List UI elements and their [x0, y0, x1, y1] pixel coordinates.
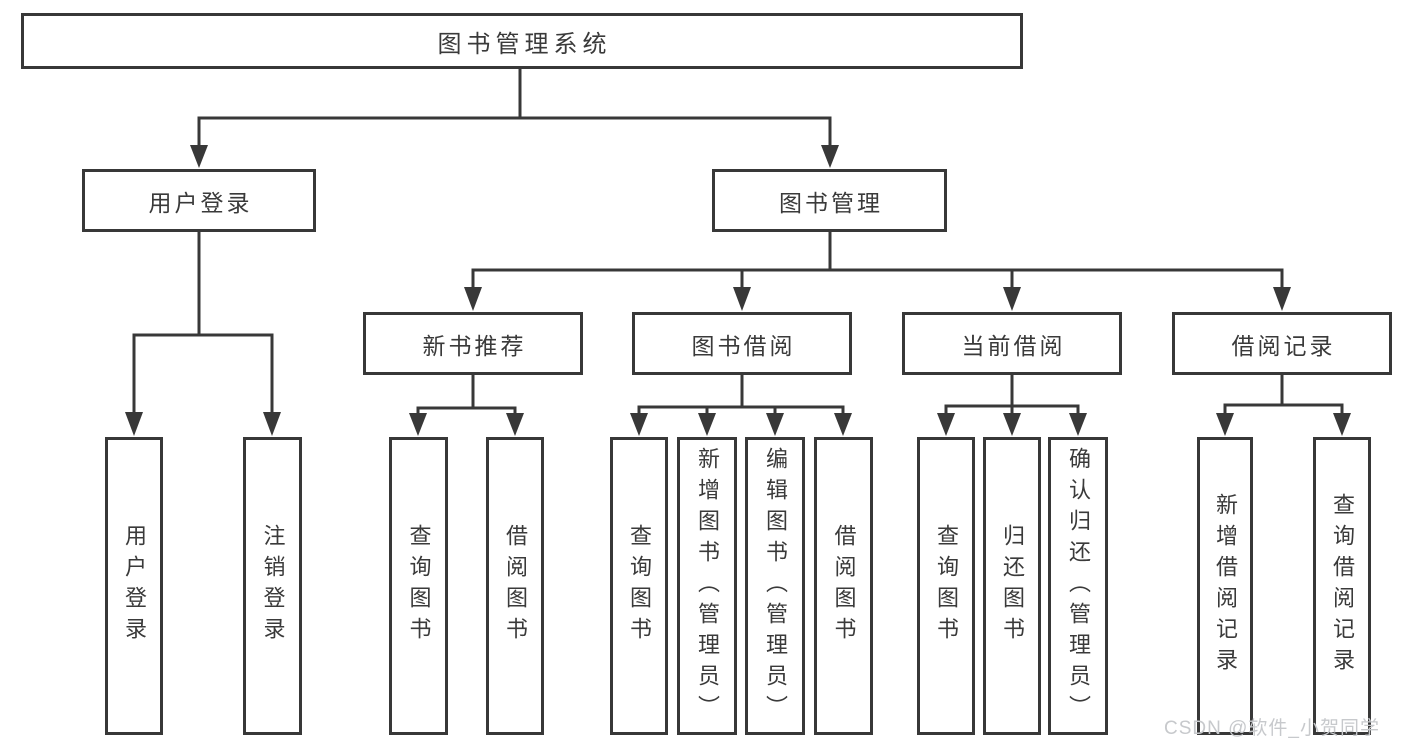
leaf-current-confirm-return-admin: 确认归还（管理员）: [1048, 437, 1108, 735]
leaf-label: 查询图书: [406, 524, 432, 648]
node-label: 新书推荐: [422, 332, 527, 359]
arrow-down-icon: [1333, 413, 1351, 436]
leaf-label: 新增借阅记录: [1213, 493, 1238, 679]
leaf-recommend-query-book: 查询图书: [389, 437, 448, 735]
leaf-logout: 注销登录: [243, 437, 302, 735]
connector-current-borrowing-to-leaves: [937, 373, 1087, 436]
node-library-system: 图书管理系统: [21, 13, 1023, 69]
node-label: 图书借阅: [691, 332, 796, 359]
connector-new-book-recommend-to-leaves: [409, 373, 524, 436]
arrow-down-icon: [409, 413, 427, 436]
connector-root-to-level2: [190, 67, 839, 168]
leaf-label: 新增图书（管理员）: [695, 446, 720, 726]
arrow-down-icon: [506, 413, 524, 436]
arrow-down-icon: [1216, 413, 1234, 436]
leaf-borrowing-add-book-admin: 新增图书（管理员）: [677, 437, 737, 735]
node-label: 借阅记录: [1231, 332, 1336, 359]
arrow-down-icon: [766, 413, 784, 436]
csdn-watermark: CSDN @软件_小贺同学: [1164, 718, 1380, 739]
arrow-down-icon: [464, 287, 482, 311]
leaf-label: 归还图书: [1000, 524, 1025, 648]
leaf-label: 用户登录: [122, 524, 147, 648]
leaf-borrowing-borrow-book: 借阅图书: [814, 437, 873, 735]
arrow-down-icon: [263, 412, 281, 436]
node-new-book-recommend: 新书推荐: [363, 312, 583, 375]
leaf-borrowing-query-book: 查询图书: [610, 437, 668, 735]
arrow-down-icon: [125, 412, 143, 436]
arrow-down-icon: [1069, 413, 1087, 436]
node-label: 用户登录: [148, 189, 253, 216]
leaf-recommend-borrow-book: 借阅图书: [486, 437, 544, 735]
leaf-label: 编辑图书（管理员）: [763, 446, 788, 726]
arrow-down-icon: [190, 145, 208, 168]
leaf-user-login: 用户登录: [105, 437, 163, 735]
leaf-label: 借阅图书: [831, 524, 857, 648]
node-label: 当前借阅: [961, 332, 1066, 359]
connector-book-management-to-level3: [464, 230, 1291, 311]
arrow-down-icon: [630, 413, 648, 436]
node-book-management: 图书管理: [712, 169, 947, 232]
node-label: 图书管理: [779, 189, 883, 216]
node-borrowing-records: 借阅记录: [1172, 312, 1392, 375]
connector-borrowing-records-to-leaves: [1216, 373, 1351, 436]
arrow-down-icon: [733, 287, 751, 311]
arrow-down-icon: [1003, 287, 1021, 311]
leaf-records-add-record: 新增借阅记录: [1197, 437, 1253, 735]
connector-user-login-to-leaves: [125, 230, 281, 436]
arrow-down-icon: [1003, 413, 1021, 436]
leaf-label: 查询图书: [934, 524, 959, 648]
leaf-records-query-record: 查询借阅记录: [1313, 437, 1371, 735]
arrow-down-icon: [821, 145, 839, 168]
leaf-label: 查询借阅记录: [1330, 493, 1355, 679]
node-book-borrowing: 图书借阅: [632, 312, 852, 375]
leaf-label: 查询图书: [627, 524, 652, 648]
leaf-borrowing-edit-book-admin: 编辑图书（管理员）: [745, 437, 805, 735]
leaf-label: 确认归还（管理员）: [1066, 446, 1091, 726]
arrow-down-icon: [834, 413, 852, 436]
leaf-label: 借阅图书: [503, 524, 528, 648]
arrow-down-icon: [1273, 287, 1291, 311]
leaf-current-return-book: 归还图书: [983, 437, 1041, 735]
node-current-borrowing: 当前借阅: [902, 312, 1122, 375]
leaf-current-query-book: 查询图书: [917, 437, 975, 735]
arrow-down-icon: [698, 413, 716, 436]
connector-book-borrowing-to-leaves: [630, 373, 852, 436]
arrow-down-icon: [937, 413, 955, 436]
node-label: 图书管理系统: [437, 30, 612, 58]
leaf-label: 注销登录: [260, 524, 286, 648]
node-user-login: 用户登录: [82, 169, 316, 232]
